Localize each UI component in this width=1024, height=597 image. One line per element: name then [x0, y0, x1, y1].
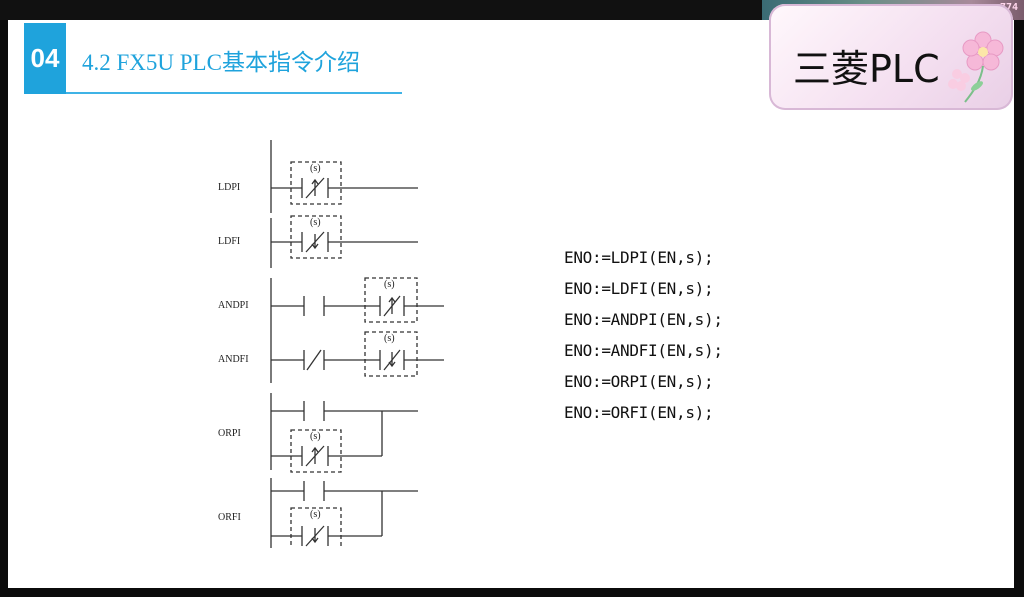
bottom-bar	[0, 588, 1024, 597]
arrow-up-andpi-head	[388, 296, 396, 303]
code-line: ENO:=ORFI(EN,s);	[564, 403, 714, 422]
label-ldpi: LDPI	[218, 182, 241, 193]
code-line: ENO:=LDFI(EN,s);	[564, 279, 714, 298]
contact-tag-orpi: (s)	[310, 431, 321, 442]
label-orfi: ORFI	[218, 512, 241, 523]
pulse-box-andpi	[364, 277, 418, 323]
slide: 04 4.2 FX5U PLC基本指令介绍	[8, 20, 1014, 588]
st-code-list: ENO:=LDPI(EN,s); ENO:=LDFI(EN,s); ENO:=A…	[564, 248, 723, 434]
pulse-box-ldpi	[290, 161, 342, 205]
arrow-up-orpi-head	[311, 446, 319, 453]
channel-logo-card: 三菱PLC	[769, 4, 1013, 110]
pulse-box-ldfi	[290, 215, 342, 259]
nc-contact-andfi-slash	[306, 349, 322, 371]
flower-icon	[948, 31, 1004, 103]
pulse-box-orpi	[290, 429, 342, 473]
code-line: ENO:=ANDPI(EN,s);	[564, 310, 723, 329]
label-andpi: ANDPI	[218, 300, 249, 311]
logo-text: 三菱PLC	[793, 47, 940, 91]
label-ldfi: LDFI	[218, 236, 241, 247]
label-andfi: ANDFI	[218, 354, 249, 365]
ladder-diagram: (s) (s) (s) (s) (s) (s) LDPI LDFI ANDPI …	[208, 138, 453, 548]
contact-tag-ldfi: (s)	[310, 217, 321, 228]
contact-tag-andfi: (s)	[384, 333, 395, 344]
pulse-box-andfi	[364, 331, 418, 377]
top-tag: 774	[999, 2, 1018, 13]
label-orpi: ORPI	[218, 428, 241, 439]
pulse-box-orfi	[290, 507, 342, 548]
contact-tag-andpi: (s)	[384, 279, 395, 290]
code-line: ENO:=ANDFI(EN,s);	[564, 341, 723, 360]
arrow-down-andfi-head	[388, 361, 396, 368]
title-underline	[66, 92, 402, 94]
code-line: ENO:=LDPI(EN,s);	[564, 248, 714, 267]
arrow-down-ldfi-head	[311, 243, 319, 250]
contact-tag-orfi: (s)	[310, 509, 321, 520]
ladder-diagram-svg	[270, 140, 444, 548]
code-line: ENO:=ORPI(EN,s);	[564, 372, 714, 391]
slide-title: 4.2 FX5U PLC基本指令介绍	[82, 50, 360, 75]
contact-tag-ldpi: (s)	[310, 163, 321, 174]
arrow-up-ldpi-head	[311, 178, 319, 185]
arrow-down-orfi-head	[311, 537, 319, 544]
section-number-badge: 04	[24, 23, 66, 94]
